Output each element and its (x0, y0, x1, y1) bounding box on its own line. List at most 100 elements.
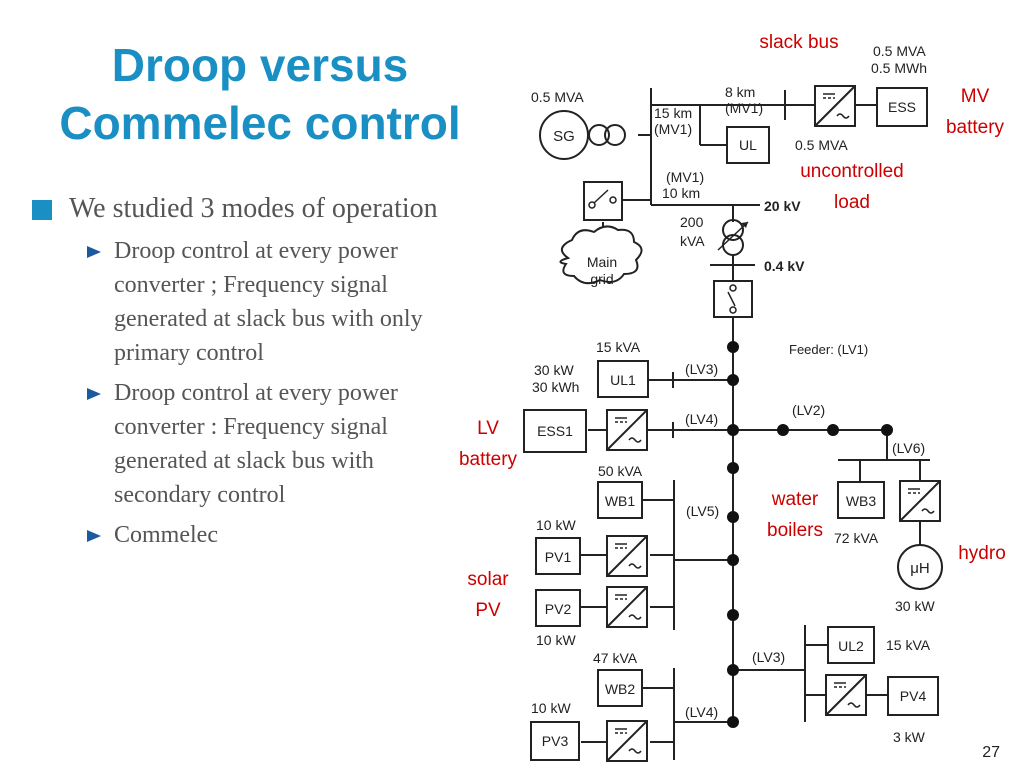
triangle-bullet-icon (87, 388, 101, 400)
ess-rating-power: 0.5 MVA (873, 43, 926, 59)
title-line-2: Commelec control (59, 97, 461, 149)
wb2-rating: 47 kVA (593, 650, 638, 666)
voltage-20kv: 20 kV (764, 198, 801, 214)
water-boilers-annotation-2: boilers (767, 520, 823, 541)
wb3-rating: 72 kVA (834, 530, 879, 546)
mv1-8km-tag: (MV1) (725, 100, 763, 116)
mv1-15km-tag: (MV1) (654, 121, 692, 137)
network-diagram: SG ESS UL Main grid (459, 32, 1006, 762)
title-line-1: Droop versus (111, 39, 409, 91)
wb2-boiler: WB2 (597, 669, 643, 707)
transformer-rating-value: 200 (680, 214, 704, 230)
triangle-bullet-icon (87, 246, 101, 258)
uncontrolled-load-annotation-1: uncontrolled (800, 161, 904, 182)
pv3-rating: 10 kW (531, 700, 571, 716)
pv2-rating: 10 kW (536, 632, 576, 648)
hydro-unit-label: μH (910, 560, 929, 577)
bullet-list: We studied 3 modes of operation Droop co… (30, 190, 450, 552)
pv4-panel: PV4 (825, 674, 939, 716)
lv4-top-tag: (LV4) (685, 411, 718, 427)
ul2-label: UL2 (838, 638, 864, 654)
sub-bullet-2: Droop control at every power converter :… (30, 376, 450, 512)
mv1-10km-length: 10 km (662, 185, 700, 201)
grid-switch (583, 181, 623, 221)
mv1-10km-tag: (MV1) (666, 169, 704, 185)
ul1-label: UL1 (610, 372, 636, 388)
pv3-panel: PV3 (530, 720, 648, 762)
ess1-battery: ESS1 (523, 409, 648, 453)
sg-generator: SG (539, 110, 626, 160)
ess-rating-energy: 0.5 MWh (871, 60, 927, 76)
ess-label: ESS (888, 99, 916, 115)
bullet-main-text: We studied 3 modes of operation (69, 193, 438, 224)
lv-battery-annotation-2: battery (459, 449, 518, 470)
hydro-generator: μH (897, 544, 943, 590)
bullet-main: We studied 3 modes of operation (30, 190, 450, 228)
lv3-top-tag: (LV3) (685, 361, 718, 377)
mv-battery-annotation-2: battery (946, 117, 1005, 138)
square-bullet-icon (32, 200, 52, 220)
ul-load: UL (726, 126, 770, 164)
lv2-tag: (LV2) (792, 402, 825, 418)
mv-battery-annotation-1: MV (961, 86, 990, 107)
pv1-panel: PV1 (535, 535, 648, 577)
transformer-rating-unit: kVA (680, 233, 705, 249)
solar-pv-annotation-2: PV (475, 600, 501, 621)
annotations: slack bus MV battery uncontrolled load L… (459, 32, 1006, 621)
sub-bullet-text: Commelec (114, 522, 218, 548)
wb2-label: WB2 (605, 681, 636, 697)
ul2-rating: 15 kVA (886, 637, 931, 653)
sg-rating: 0.5 MVA (531, 89, 584, 105)
ul2-load: UL2 (827, 626, 875, 664)
hydro-annotation: hydro (958, 543, 1006, 564)
pv4-rating: 3 kW (893, 729, 926, 745)
lv4-bottom-tag: (LV4) (685, 704, 718, 720)
lv5-tag: (LV5) (686, 503, 719, 519)
pv2-label: PV2 (545, 601, 572, 617)
pv4-label: PV4 (900, 688, 927, 704)
voltage-04kv: 0.4 kV (764, 258, 805, 274)
lv-battery-annotation-1: LV (477, 418, 499, 439)
mv-ess: ESS (814, 85, 928, 127)
slack-bus-annotation: slack bus (759, 32, 838, 53)
lv3-bottom-tag: (LV3) (752, 649, 785, 665)
wb1-boiler: WB1 (597, 481, 643, 519)
lv-switch (713, 280, 753, 318)
sg-label: SG (553, 128, 575, 145)
mv1-15km-length: 15 km (654, 105, 692, 121)
diagram-labels: 0.5 MVA 15 km (MV1) 8 km (MV1) 0.5 MVA 0… (531, 43, 935, 745)
main-grid-cloud: Main grid (559, 225, 643, 287)
pv2-panel: PV2 (535, 586, 648, 628)
wb1-rating: 50 kVA (598, 463, 643, 479)
wb3-boiler: WB3 (837, 480, 941, 522)
main-grid-label-2: grid (590, 271, 613, 287)
hydro-rating: 30 kW (895, 598, 935, 614)
water-boilers-annotation-1: water (771, 489, 819, 510)
lv6-tag: (LV6) (892, 440, 925, 456)
ul-label: UL (739, 137, 757, 153)
ul-rating: 0.5 MVA (795, 137, 848, 153)
pv3-label: PV3 (542, 733, 569, 749)
ul1-load: UL1 (597, 360, 649, 398)
slide-title: Droop versus Commelec control (20, 36, 500, 152)
transformer (717, 219, 749, 256)
feeder-label: Feeder: (LV1) (789, 342, 868, 357)
uncontrolled-load-annotation-2: load (834, 192, 870, 213)
ess1-label: ESS1 (537, 423, 573, 439)
pv1-rating: 10 kW (536, 517, 576, 533)
wb1-label: WB1 (605, 493, 636, 509)
sub-bullet-text: Droop control at every power converter :… (114, 380, 398, 508)
pv1-label: PV1 (545, 549, 572, 565)
main-grid-label-1: Main (587, 254, 617, 270)
solar-pv-annotation-1: solar (467, 569, 509, 590)
sub-bullet-3: Commelec (30, 518, 450, 552)
mv1-8km-length: 8 km (725, 84, 755, 100)
ess1-rating-energy: 30 kWh (532, 379, 579, 395)
triangle-bullet-icon (87, 530, 101, 542)
page-number: 27 (982, 744, 1000, 761)
ess1-rating-power: 30 kW (534, 362, 574, 378)
ul1-rating: 15 kVA (596, 339, 641, 355)
sub-bullet-1: Droop control at every power converter ;… (30, 234, 450, 370)
wb3-label: WB3 (846, 493, 877, 509)
wiring (581, 88, 930, 760)
